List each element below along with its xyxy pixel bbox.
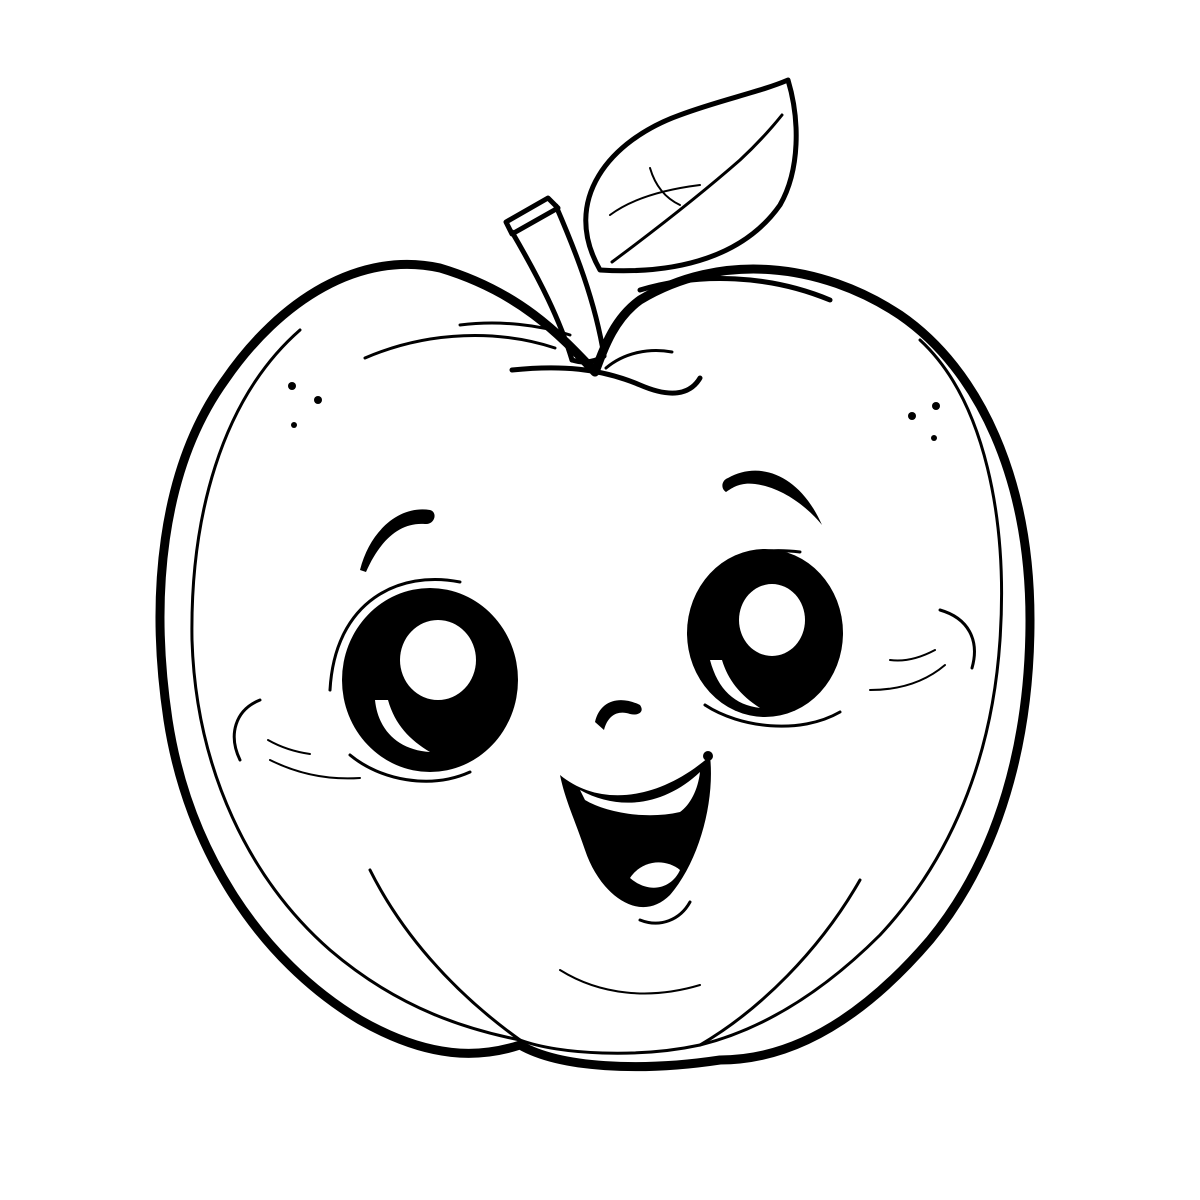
mouth [560,751,713,925]
right-eyebrow [722,470,822,525]
right-cheek [869,608,976,691]
apple-body [155,259,1035,1072]
nose [595,700,642,730]
leaf [583,77,799,274]
freckles-left [288,382,322,428]
lower-face-lines [559,969,701,995]
left-eye [328,577,518,783]
right-eye [687,549,843,728]
left-eyebrow [360,509,435,572]
left-cheek [232,698,361,780]
freckles-right [908,402,940,441]
